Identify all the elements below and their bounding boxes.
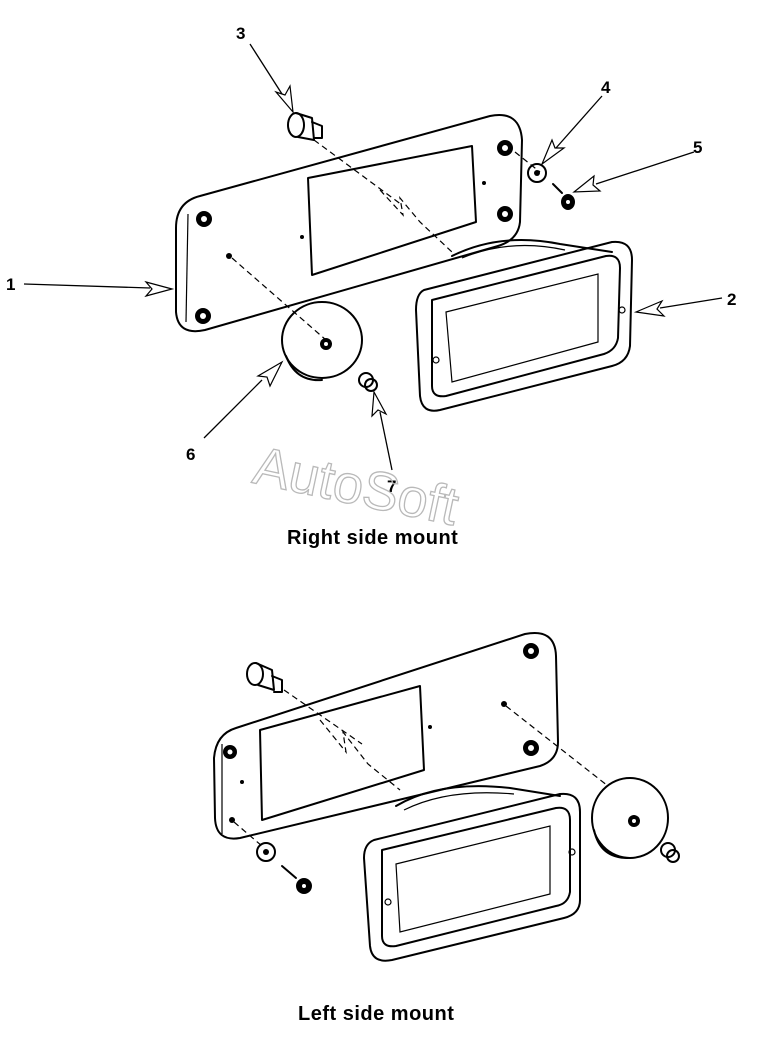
callout-3: 3 xyxy=(236,24,245,43)
cover-disc-part xyxy=(281,301,363,382)
leader-lines xyxy=(23,43,723,471)
nut-part-left xyxy=(660,842,680,863)
screw-part-left xyxy=(281,865,312,894)
lamp-housing-part-left xyxy=(363,785,581,962)
bracket-plate xyxy=(175,114,523,333)
callout-5: 5 xyxy=(693,138,702,157)
bolt-part-left xyxy=(246,662,283,693)
left-side-caption: Left side mount xyxy=(298,1003,454,1025)
washer-part-left xyxy=(256,842,276,862)
left-side-mount-diagram xyxy=(213,632,680,962)
right-side-caption: Right side mount xyxy=(287,527,458,549)
right-side-mount-diagram: 1 2 3 4 5 6 7 xyxy=(6,24,736,496)
callout-1: 1 xyxy=(6,275,15,294)
nut-part xyxy=(358,372,378,392)
bracket-plate-left xyxy=(213,632,559,840)
bolt-part xyxy=(287,112,323,141)
callout-7: 7 xyxy=(387,477,396,496)
callout-6: 6 xyxy=(186,445,195,464)
screw-part xyxy=(552,183,575,210)
washer-part xyxy=(527,163,547,183)
watermark-text: AutoSoft xyxy=(249,435,464,537)
cover-disc-part-left xyxy=(591,777,669,859)
callout-4: 4 xyxy=(601,78,611,97)
lamp-housing-part xyxy=(415,239,633,412)
callout-2: 2 xyxy=(727,290,736,309)
